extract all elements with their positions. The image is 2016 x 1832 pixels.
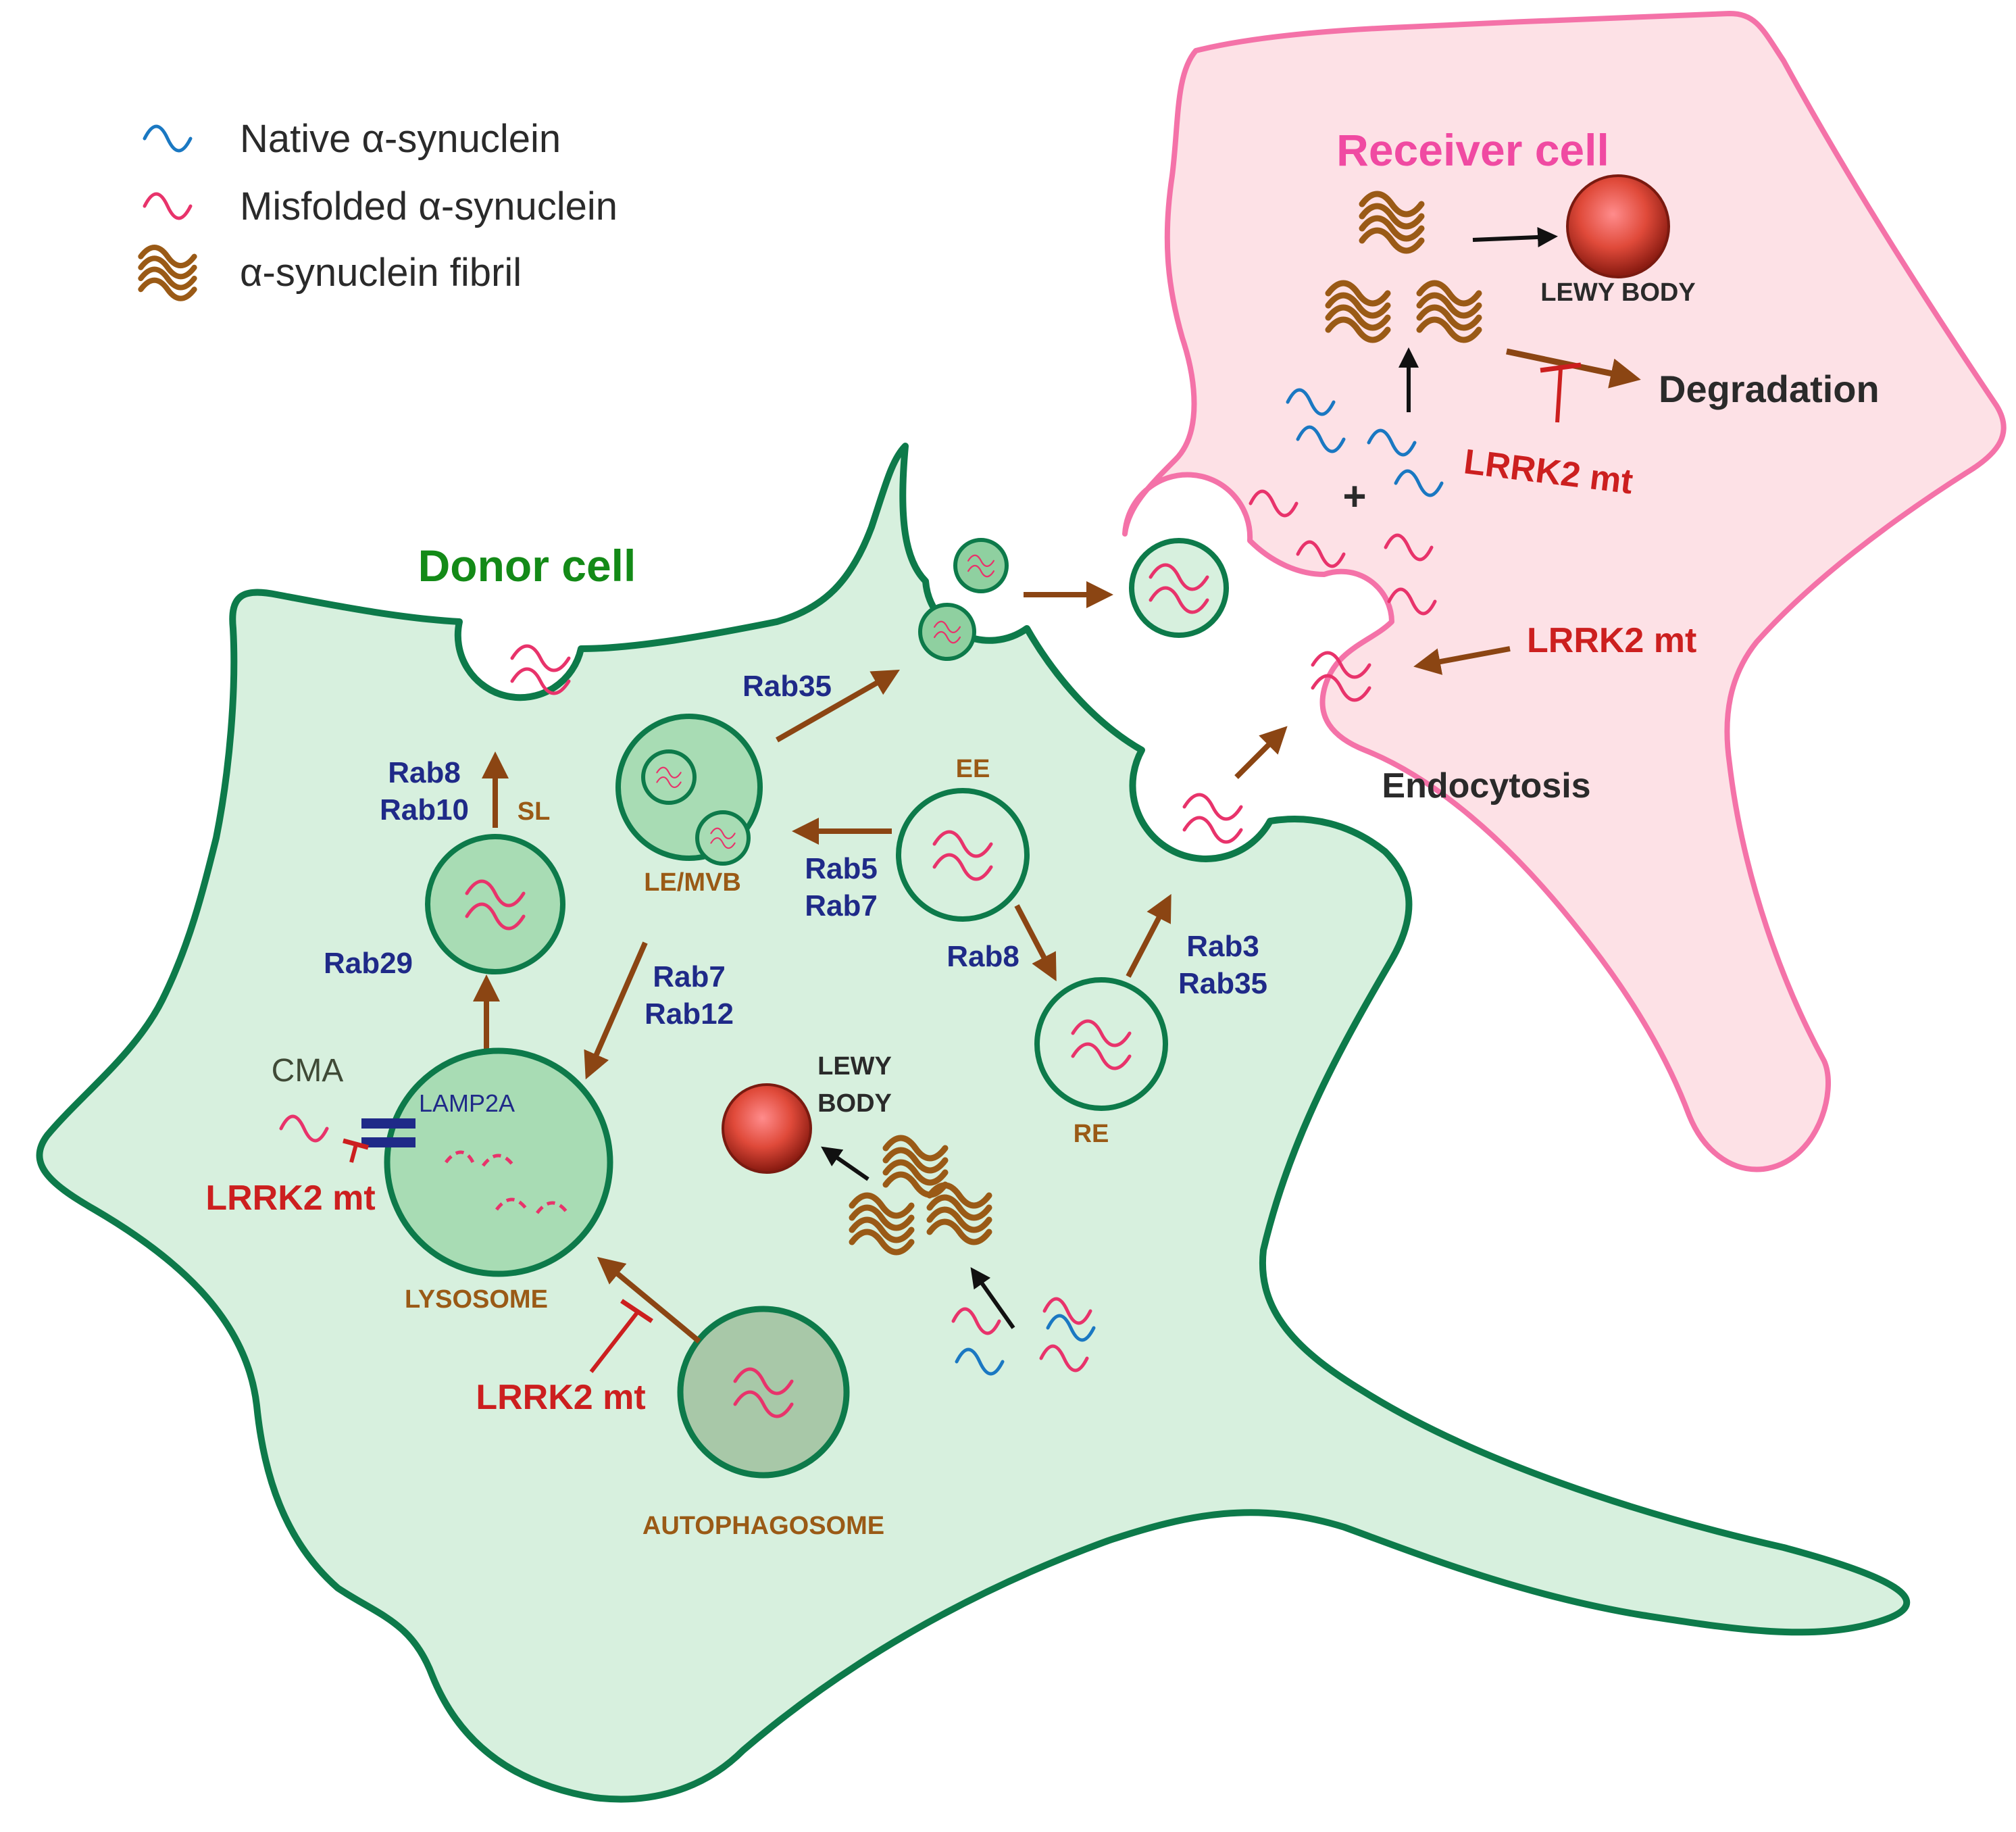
legend-native-label: Native α-synuclein <box>240 117 561 161</box>
rab5-label: Rab5 <box>805 852 878 885</box>
secretory-lysosome <box>425 834 565 974</box>
rab35-exosome-label: Rab35 <box>742 670 832 703</box>
rab35-re-label: Rab35 <box>1178 967 1267 1000</box>
autophagosome <box>677 1306 850 1479</box>
lysosome-degraded-cargo-2 <box>495 1197 569 1214</box>
rab8-sl-label: Rab8 <box>388 756 461 789</box>
donor-cell-membrane <box>36 443 1910 1803</box>
receiver-lewy-body <box>1566 174 1670 278</box>
receiver-plus-sign: + <box>1342 474 1366 519</box>
receiver-lrrk2-endocytosis-label: LRRK2 mt <box>1527 621 1696 660</box>
receiver-fibril-to-lewy-arrow <box>1472 227 1558 247</box>
autophagosome-to-lysosome-arrow <box>597 1256 701 1344</box>
receiver-cell-title: Receiver cell <box>1336 125 1609 175</box>
donor-lewy-label-line1: LEWY <box>817 1052 892 1081</box>
le-mvb-intraluminal-vesicle-1 <box>641 749 697 805</box>
lysosome <box>384 1047 613 1277</box>
rab12-label: Rab12 <box>645 997 734 1031</box>
receiver-degradation-inhibit-stem <box>1555 368 1563 423</box>
exosome-2 <box>918 603 976 661</box>
lamp2a-receptor-bar-2 <box>361 1137 415 1147</box>
cma-inhibit-bar <box>343 1138 369 1150</box>
rab7-lys-label: Rab7 <box>653 960 726 993</box>
re-to-membrane-arrow <box>1126 893 1171 978</box>
exosome-1 <box>953 538 1009 593</box>
rab7-ee-label: Rab7 <box>805 889 878 922</box>
legend-fibril-symbol <box>141 247 194 299</box>
legend-native-symbol <box>145 126 191 151</box>
receiver-lewy-body-label: LEWY BODY <box>1540 278 1695 307</box>
autophagy-inhibit-bar <box>620 1299 653 1323</box>
donor-fibril-to-lewy-arrow <box>821 1146 870 1181</box>
lamp2a-receptor-bar-1 <box>361 1118 415 1129</box>
donor-lewy-label-line2: BODY <box>817 1089 892 1118</box>
ee-label: EE <box>956 755 990 783</box>
autophagosome-label: AUTOPHAGOSOME <box>642 1512 884 1540</box>
ee-to-re-arrow <box>1014 904 1057 982</box>
legend-misfolded-symbol <box>145 194 191 218</box>
early-endosome <box>896 788 1030 922</box>
rab10-sl-label: Rab10 <box>380 793 469 826</box>
cma-label: CMA <box>272 1053 344 1089</box>
cma-lrrk2-label: LRRK2 mt <box>205 1179 375 1218</box>
autophagy-lrrk2-label: LRRK2 mt <box>476 1378 645 1417</box>
legend-misfolded-label: Misfolded α-synuclein <box>240 184 618 228</box>
donor-right-pit-cargo <box>1184 795 1241 842</box>
le-mvb-intraluminal-vesicle-2 <box>695 810 751 866</box>
lysosome-label: LYSOSOME <box>405 1285 548 1314</box>
sl-label: SL <box>518 797 551 826</box>
legend-fibril-label: α-synuclein fibril <box>240 251 522 295</box>
mvb-to-exosome-arrow <box>776 670 900 743</box>
donor-cell-title: Donor cell <box>418 541 636 591</box>
receiver-cell-membrane <box>1122 11 2007 1172</box>
lysosome-degraded-cargo-1 <box>445 1150 515 1167</box>
endocytosis-label: Endocytosis <box>1382 766 1590 806</box>
receiver-lrrk2-endocytosis-arrow <box>1413 646 1511 675</box>
recycling-endosome <box>1034 977 1168 1111</box>
mvb-to-lysosome-arrow <box>584 941 648 1080</box>
receiver-fusing-vesicle <box>1129 538 1229 638</box>
donor-to-receiver-arrow <box>1234 726 1288 779</box>
rab8-re-label: Rab8 <box>947 940 1019 973</box>
donor-aggregation-arrow <box>970 1267 1015 1329</box>
donor-lewy-body <box>722 1083 812 1174</box>
legend: Native α-synuclein Misfolded α-synuclein… <box>141 117 618 299</box>
receiver-degradation-inhibit-bar <box>1540 362 1582 373</box>
lamp2a-label: LAMP2A <box>419 1089 515 1117</box>
rab3-label: Rab3 <box>1186 930 1259 963</box>
autophagy-inhibit-stem <box>589 1310 640 1373</box>
re-label: RE <box>1074 1120 1109 1148</box>
le-mvb-label: LE/MVB <box>644 868 741 897</box>
degradation-label: Degradation <box>1659 368 1880 410</box>
rab29-label: Rab29 <box>324 947 413 980</box>
